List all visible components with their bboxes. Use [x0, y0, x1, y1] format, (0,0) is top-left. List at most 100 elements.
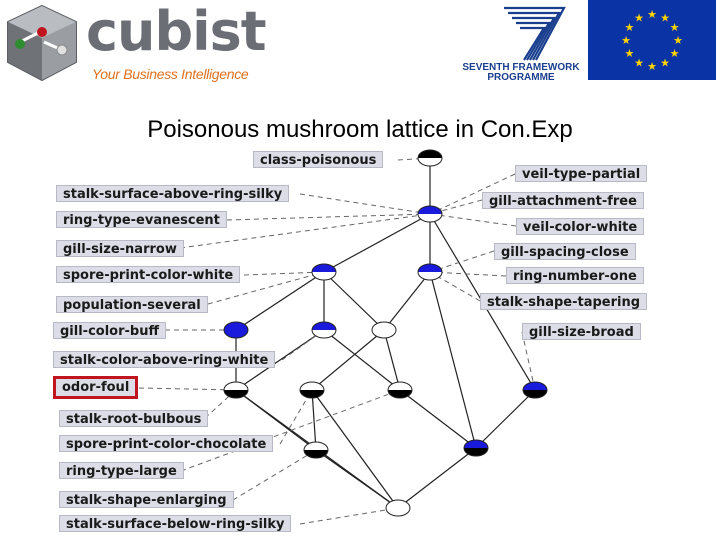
eu-star-icon: ★: [634, 57, 644, 70]
node-outline: [223, 321, 249, 339]
node-bottom-half: [418, 158, 442, 166]
node-outline: [417, 149, 443, 167]
lattice-edge: [475, 389, 536, 449]
lattice-edge: [311, 389, 399, 509]
fp7-line1: SEVENTH FRAMEWORK: [462, 62, 580, 73]
eu-star-icon: ★: [670, 21, 680, 34]
label-connector: [232, 449, 317, 501]
lattice-nodes: [223, 149, 548, 517]
label-connector: [179, 213, 431, 249]
lattice-node: [387, 381, 413, 399]
lattice-node: [417, 263, 443, 281]
lattice-edge: [235, 329, 325, 391]
label-connector: [299, 193, 431, 215]
label-gill-attachment-free: gill-attachment-free: [482, 192, 644, 209]
lattice-node: [223, 321, 249, 339]
node-top-half: [224, 382, 248, 390]
node-outline: [303, 441, 329, 459]
cubist-logo-icon: [7, 4, 77, 82]
node-bottom-half: [304, 450, 328, 458]
label-connector: [207, 271, 325, 305]
lattice-edge: [399, 389, 477, 449]
node-bottom-half: [372, 330, 396, 338]
label-connector: [521, 331, 536, 391]
node-outline: [463, 439, 489, 457]
lattice-node: [417, 205, 443, 223]
node-top-half: [418, 206, 442, 214]
label-population-several: population-several: [56, 296, 208, 313]
eu-star-icon: ★: [673, 34, 683, 47]
eu-star-icon: ★: [670, 47, 680, 60]
label-ring-number-one: ring-number-one: [506, 267, 644, 284]
node-top-half: [464, 440, 488, 448]
node-outline: [385, 499, 411, 517]
label-gill-spacing-close: gill-spacing-close: [494, 243, 636, 260]
fp7-line2: PROGRAMME: [487, 72, 555, 83]
label-connector: [279, 389, 313, 445]
eu-star-icon: ★: [634, 11, 644, 24]
lattice-edges: [235, 158, 536, 509]
node-bottom-half: [224, 330, 248, 338]
fp7-seven-icon: [504, 6, 566, 61]
lattice-node: [417, 149, 443, 167]
lattice-edge: [311, 329, 385, 391]
node-bottom-half: [312, 330, 336, 338]
node-top-half: [418, 264, 442, 272]
node-top-half: [418, 150, 442, 158]
node-outline: [299, 381, 325, 399]
node-top-half: [372, 322, 396, 330]
lattice-edge: [311, 389, 317, 451]
label-connector: [429, 173, 516, 215]
label-gill-color-buff: gill-color-buff: [53, 322, 166, 339]
lattice-node: [299, 381, 325, 399]
node-top-half: [224, 322, 248, 330]
node-outline: [371, 321, 397, 339]
label-stalk-root-bulbous: stalk-root-bulbous: [59, 410, 209, 427]
lattice-node: [463, 439, 489, 457]
cubist-logo-wordmark: cubist: [86, 0, 267, 63]
label-stalk-shape-enlarging: stalk-shape-enlarging: [59, 491, 234, 508]
node-outline: [311, 263, 337, 281]
lattice-edge: [323, 271, 385, 331]
node-top-half: [523, 382, 547, 390]
label-ring-type-large: ring-type-large: [59, 462, 184, 479]
label-veil-type-partial: veil-type-partial: [515, 165, 648, 182]
header: cubist Your Business Intelligence SEVENT…: [0, 0, 720, 95]
node-outline: [417, 263, 443, 281]
node-bottom-half: [523, 390, 547, 398]
lattice-node: [311, 321, 337, 339]
lattice-node: [385, 499, 411, 517]
label-spore-print-color-chocolate: spore-print-color-chocolate: [59, 435, 274, 452]
page-title: Poisonous mushroom lattice in Con.Exp: [147, 116, 573, 143]
label-connector: [429, 213, 517, 227]
lattice-node: [311, 263, 337, 281]
node-bottom-half: [312, 272, 336, 280]
lattice-edge: [383, 329, 401, 391]
eu-star-icon: ★: [660, 11, 670, 24]
lattice-node: [223, 381, 249, 399]
lattice-edge: [383, 271, 431, 331]
eu-star-icon: ★: [660, 57, 670, 70]
node-top-half: [386, 500, 410, 508]
eu-flag-icon: ★★★★★★★★★★★★: [588, 0, 716, 80]
eu-star-icon: ★: [647, 8, 657, 21]
label-stalk-shape-tapering: stalk-shape-tapering: [480, 293, 648, 310]
node-outline: [522, 381, 548, 399]
lattice-edge: [323, 213, 431, 273]
node-bottom-half: [386, 508, 410, 516]
lattice-node: [371, 321, 397, 339]
eu-star-icon: ★: [625, 21, 635, 34]
label-connector: [299, 507, 399, 525]
lattice-node: [522, 381, 548, 399]
label-ring-type-evanescent: ring-type-evanescent: [56, 211, 227, 228]
node-top-half: [300, 382, 324, 390]
node-bottom-half: [388, 390, 412, 398]
eu-star-icon: ★: [647, 60, 657, 73]
label-veil-color-white: veil-color-white: [516, 218, 645, 235]
label-stalk-surface-above-ring-silky: stalk-surface-above-ring-silky: [56, 185, 290, 202]
label-connector: [138, 387, 237, 391]
label-gill-size-broad: gill-size-broad: [522, 323, 641, 340]
cubist-logo-tagline: Your Business Intelligence: [92, 66, 249, 82]
eu-star-icon: ★: [625, 47, 635, 60]
